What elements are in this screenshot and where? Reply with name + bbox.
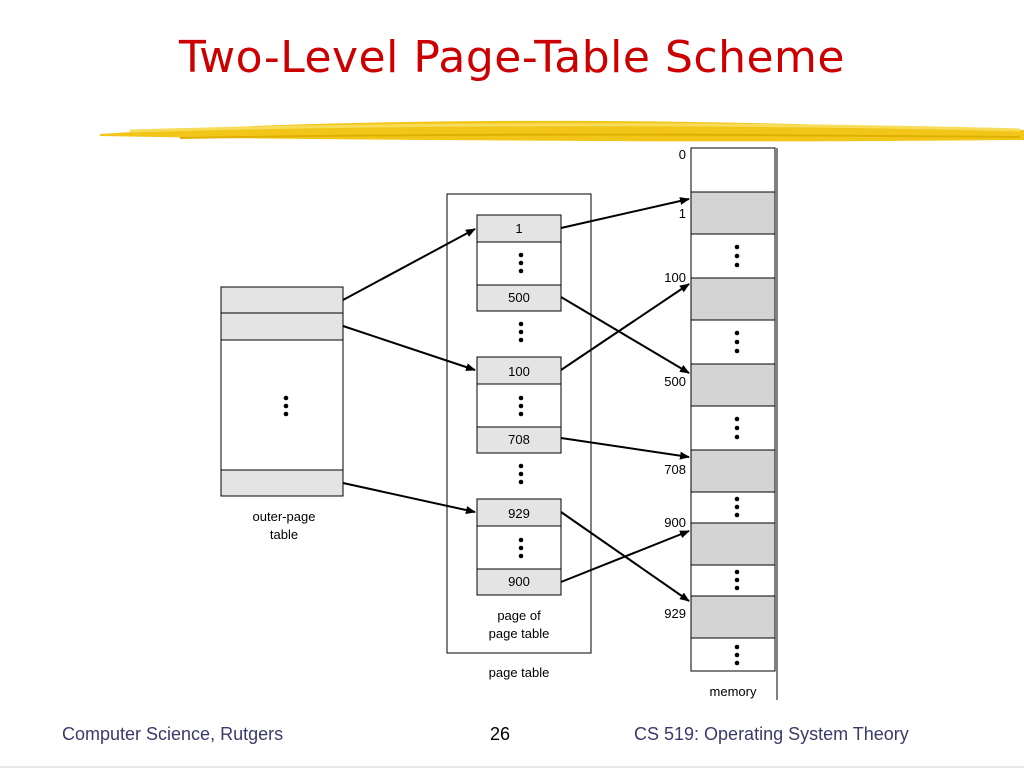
inner-page-table-2: 100 708: [476, 356, 562, 454]
title-underline-brush: [100, 120, 1024, 142]
page-table-frame: [446, 193, 592, 654]
arrow-708-to-memory: [560, 437, 690, 460]
memory-address: 708: [664, 462, 686, 477]
page-of-page-table-label: page of: [497, 608, 541, 623]
slide-title: Two-Level Page-Table Scheme: [179, 32, 845, 83]
memory-address: 100: [664, 270, 686, 285]
arrow-500-to-memory: [560, 296, 690, 374]
inner-entry-value: 100: [508, 364, 530, 379]
inner-entry-value: 708: [508, 432, 530, 447]
memory-address: 900: [664, 515, 686, 530]
ellipsis-dots: [734, 244, 740, 666]
arrow-outer-to-inner-3: [342, 482, 476, 514]
inner-entry-value: 500: [508, 290, 530, 305]
arrow-1-to-memory: [560, 197, 690, 229]
outer-page-table-label-2: table: [270, 527, 298, 542]
arrow-outer-to-inner-1: [342, 228, 476, 301]
outer-entry-1: [220, 286, 344, 314]
arrow-100-to-memory: [560, 283, 690, 371]
inner-entry-value: 900: [508, 574, 530, 589]
memory-address-labels: 0 1 100 500 708 900 929: [664, 147, 686, 621]
ellipsis-dots: [518, 252, 524, 274]
ellipsis-dots: [518, 537, 524, 559]
memory-address: 1: [679, 206, 686, 221]
ellipsis-dots: [518, 321, 524, 343]
memory-address: 929: [664, 606, 686, 621]
memory-column: memory: [690, 147, 778, 700]
page-number: 26: [490, 724, 511, 744]
inner-page-table-3: 929 900: [476, 498, 562, 596]
memory-frame-708: [690, 449, 776, 493]
memory-address: 500: [664, 374, 686, 389]
inner-entry-value: 1: [515, 221, 522, 236]
bottom-divider: [0, 766, 1024, 768]
memory-label: memory: [710, 684, 757, 699]
memory-address: 0: [679, 147, 686, 162]
memory-frame-1: [690, 191, 776, 235]
footer-institution: Computer Science, Rutgers: [62, 724, 284, 744]
footer-course: CS 519: Operating System Theory: [634, 724, 909, 744]
ellipsis-dots: [518, 463, 524, 485]
inner-entry-value: 929: [508, 506, 530, 521]
memory-frame-900: [690, 522, 776, 566]
page-table-label: page table: [489, 665, 550, 680]
memory-frame-500: [690, 363, 776, 407]
outer-entry-2: [220, 312, 344, 341]
outer-page-table-label: outer-page: [253, 509, 316, 524]
memory-frame-100: [690, 277, 776, 321]
outer-page-table: outer-page table: [220, 286, 344, 542]
arrows: [342, 197, 690, 602]
memory-frame-929: [690, 595, 776, 639]
inner-page-table-1: 1 500: [476, 214, 562, 312]
arrow-900-to-memory: [560, 530, 690, 583]
ellipsis-dots: [518, 395, 524, 417]
outer-entry-last: [220, 469, 344, 497]
arrow-outer-to-inner-2: [342, 325, 476, 371]
ellipsis-dots: [283, 395, 289, 417]
page-of-page-table-label-2: page table: [489, 626, 550, 641]
